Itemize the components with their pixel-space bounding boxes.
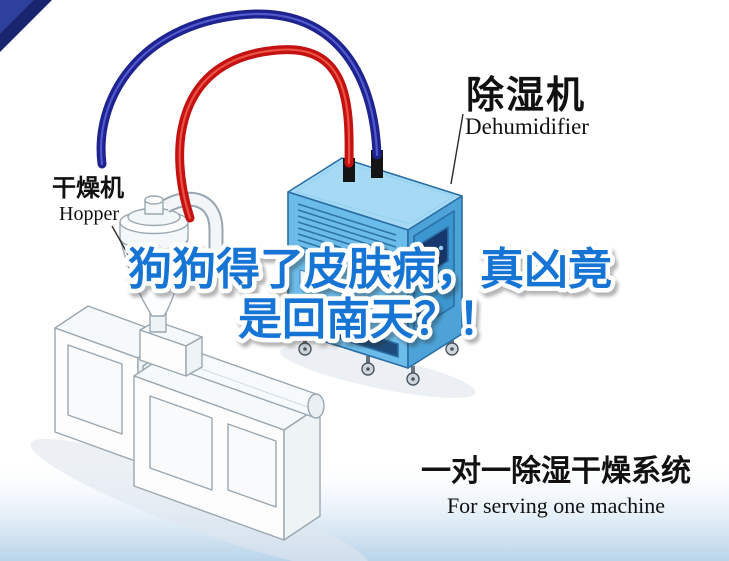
- hopper-loader-pipe: [162, 191, 226, 267]
- machine-door-panel: [227, 423, 277, 508]
- headline: 狗狗得了皮肤病，真凶竟 是回南天？！: [124, 241, 617, 349]
- footer-tagline-cn: 一对一除湿干燥系统: [421, 454, 691, 488]
- caster-wheels: [298, 336, 459, 386]
- hopper-label-cn: 干燥机: [52, 175, 124, 202]
- hopper-pointer-line: [111, 225, 131, 259]
- machine-door-panel: [149, 395, 213, 491]
- door-handle: [416, 309, 426, 318]
- supply-air-hose: [175, 45, 354, 223]
- return-air-hose: [96, 9, 382, 169]
- dehumidifier-illustration: [287, 150, 463, 386]
- label-sticker: [299, 269, 323, 292]
- bottom-grille: [295, 311, 399, 358]
- hopper-label-en: Hopper: [59, 203, 119, 225]
- headline-line-2: 是回南天？！: [238, 295, 502, 344]
- panel-indicator-lights: [424, 245, 444, 260]
- headline-line-1: 狗狗得了皮肤病，真凶竟: [128, 245, 612, 294]
- corner-ribbon: [0, 0, 52, 52]
- dehumidifier-label-en: Dehumidifier: [465, 114, 589, 139]
- dehumidifier-label-cn: 除湿机: [466, 74, 586, 117]
- molding-machine-illustration: [54, 305, 325, 541]
- hopper-illustration: [119, 191, 226, 377]
- footer-tagline-en: For serving one machine: [447, 493, 665, 518]
- vent-grille: [297, 203, 397, 284]
- dehumidifier-pointer-line: [450, 113, 464, 185]
